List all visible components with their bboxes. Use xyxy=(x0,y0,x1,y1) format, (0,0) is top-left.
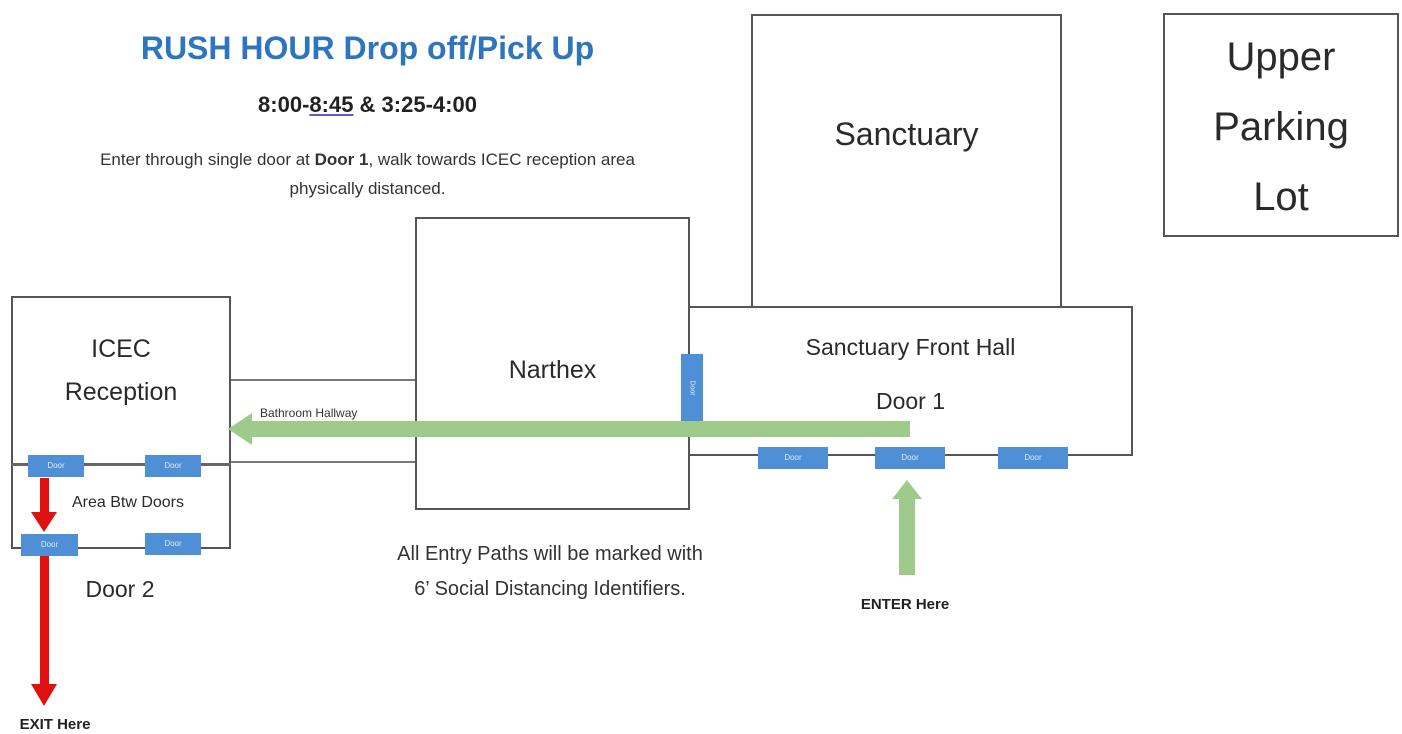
door-marker: Door xyxy=(758,447,828,469)
icec-label-1: ICEC xyxy=(91,335,151,363)
upper-parking-lot xyxy=(1163,13,1399,237)
times-underlined: 8:45 xyxy=(309,92,354,117)
entry-path-arrow xyxy=(228,413,910,445)
door-1-marker: Door xyxy=(875,447,945,469)
sanctuary-room xyxy=(751,14,1062,308)
social-distancing-note: All Entry Paths will be marked with 6’ S… xyxy=(320,537,780,607)
icec-label-2: Reception xyxy=(64,378,178,406)
door-marker: Door xyxy=(21,534,78,556)
hallway-bottom-wall xyxy=(229,461,417,463)
door-marker: Door xyxy=(145,455,201,477)
door-vertical-marker: Door xyxy=(681,354,703,424)
upper-parking-label-3: Lot xyxy=(1253,175,1309,219)
door-marker: Door xyxy=(145,533,201,555)
instruction-door-bold: Door 1 xyxy=(314,150,369,169)
instruction-prefix: Enter through single door at xyxy=(100,150,315,169)
note-line-1: All Entry Paths will be marked with xyxy=(397,543,703,565)
instruction-suffix: , walk towards ICEC reception area physi… xyxy=(289,150,635,198)
times-start: 8:00- xyxy=(258,92,310,117)
door-marker: Door xyxy=(998,447,1068,469)
front-hall-label: Sanctuary Front Hall xyxy=(805,334,1016,360)
enter-here-label: ENTER Here xyxy=(860,596,950,613)
narthex-label: Narthex xyxy=(508,356,597,384)
exit-arrow-short xyxy=(31,478,57,532)
bathroom-hallway-label: Bathroom Hallway xyxy=(260,406,358,420)
exit-here-label: EXIT Here xyxy=(19,716,91,733)
hallway-top-wall xyxy=(229,379,417,381)
upper-parking-label-1: Upper xyxy=(1226,35,1336,79)
diagram-title: RUSH HOUR Drop off/Pick Up xyxy=(140,30,595,66)
exit-arrow-long xyxy=(31,556,57,706)
upper-parking-label-2: Parking xyxy=(1213,105,1349,149)
door-1-label: Door 1 xyxy=(875,388,946,414)
entry-instructions: Enter through single door at Door 1, wal… xyxy=(90,145,645,203)
note-line-2: 6’ Social Distancing Identifiers. xyxy=(414,578,686,600)
times-rest: & 3:25-4:00 xyxy=(353,92,477,117)
narthex-room xyxy=(415,217,690,510)
area-btw-doors-label: Area Btw Doors xyxy=(71,494,185,511)
sanctuary-label: Sanctuary xyxy=(834,116,979,152)
icec-inner-divider xyxy=(11,463,231,466)
door-marker: Door xyxy=(28,455,84,477)
door-2-label: Door 2 xyxy=(85,576,155,602)
enter-arrow xyxy=(892,480,922,575)
rush-hour-times: 8:00-8:45 & 3:25-4:00 xyxy=(0,92,735,118)
